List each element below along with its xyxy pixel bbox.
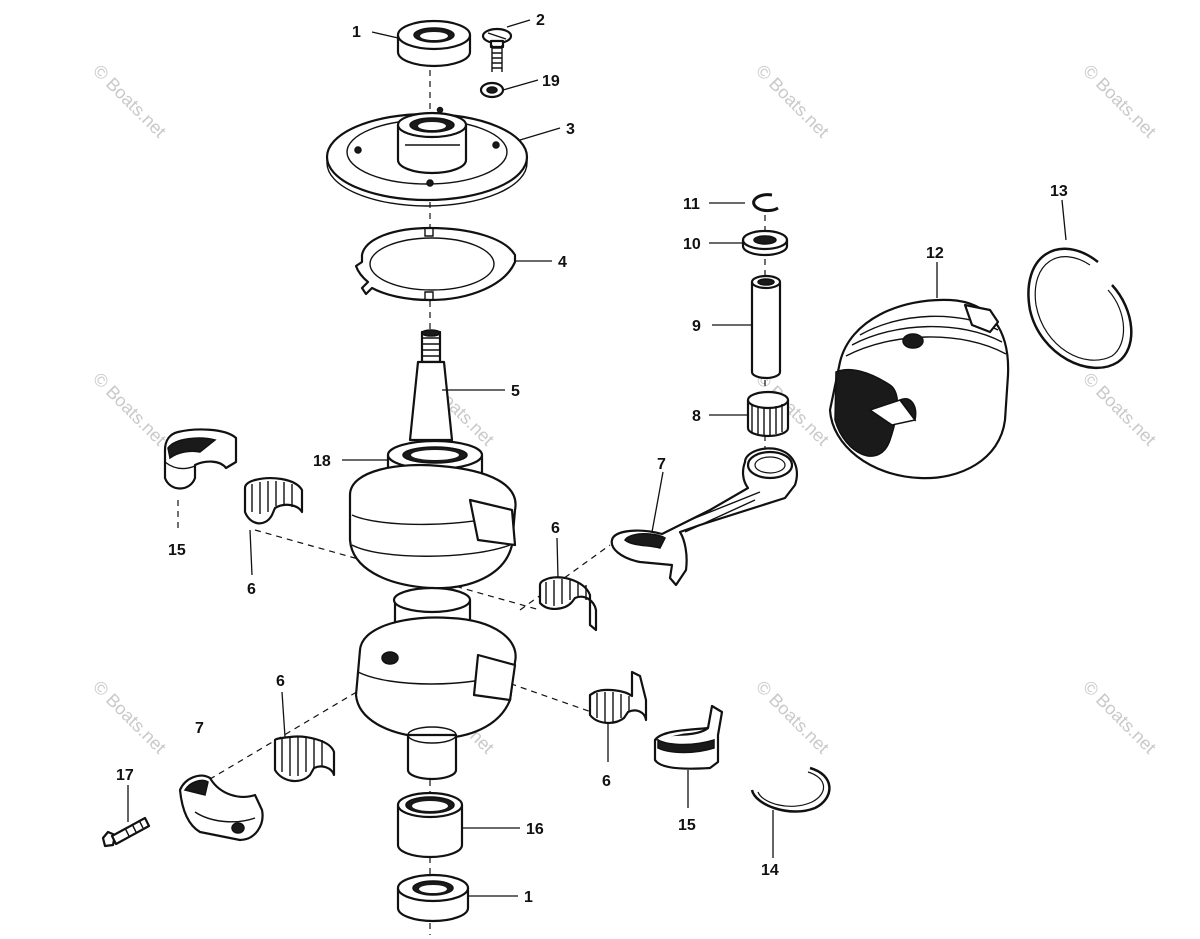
watermark: © Boats.net [89, 369, 170, 450]
callout-6-left: 6 [247, 581, 256, 598]
callout-2: 2 [536, 12, 545, 29]
retaining-ring [750, 766, 831, 813]
piston-pin-washer [741, 229, 789, 257]
bearing-housing-plate [325, 106, 529, 207]
needle-cage-left [243, 477, 304, 525]
callout-12: 12 [926, 245, 944, 262]
callout-3: 3 [566, 121, 575, 138]
callout-8: 8 [692, 408, 701, 425]
callout-7-cap: 7 [195, 720, 204, 737]
bearing-half-right [653, 704, 724, 770]
piston-pin-circlip [752, 193, 779, 213]
callout-15-left: 15 [168, 542, 186, 559]
watermark: © Boats.net [752, 677, 833, 758]
piston-ring [1027, 247, 1133, 370]
piston-pin [750, 274, 782, 380]
bearing-half-left [163, 428, 238, 490]
callout-1-top: 1 [352, 24, 361, 41]
callout-15-right: 15 [678, 817, 696, 834]
needle-bearing-small [746, 390, 790, 438]
needle-cage-low-right [588, 670, 648, 724]
callout-labels: 1 2 19 3 4 11 10 13 12 9 5 8 18 7 15 6 6… [116, 12, 1068, 906]
gasket [354, 226, 517, 302]
piston [828, 298, 1010, 480]
watermark: © Boats.net [1079, 61, 1160, 142]
callout-11: 11 [683, 196, 700, 213]
callout-1-bottom: 1 [524, 889, 533, 906]
watermark: © Boats.net [1079, 369, 1160, 450]
watermark: © Boats.net [1079, 677, 1160, 758]
needle-cage-mid [538, 576, 598, 632]
oil-seal-bottom [396, 873, 470, 923]
callout-5: 5 [511, 383, 520, 400]
screw [481, 27, 513, 72]
callout-17: 17 [116, 767, 134, 784]
callout-16: 16 [526, 821, 544, 838]
watermark: © Boats.net [752, 61, 833, 142]
callout-4: 4 [558, 254, 567, 271]
watermark: © Boats.net [89, 677, 170, 758]
watermark: © Boats.net [89, 61, 170, 142]
roller-bearing [396, 791, 464, 859]
callout-6-low: 6 [276, 673, 285, 690]
callout-6-right: 6 [602, 773, 611, 790]
connecting-rod-cap [178, 774, 264, 842]
leader-lines [127, 19, 1067, 897]
callout-19: 19 [542, 73, 560, 90]
connecting-rod [610, 447, 798, 587]
lock-washer [479, 81, 505, 99]
callout-14: 14 [761, 862, 779, 879]
rod-cap-bolt [101, 816, 151, 848]
callout-7-rod: 7 [657, 456, 666, 473]
callout-18: 18 [313, 453, 331, 470]
oil-seal-top [396, 19, 472, 68]
callout-13: 13 [1050, 183, 1068, 200]
callout-10: 10 [683, 236, 701, 253]
crankpin-axis-lower-right [499, 679, 601, 716]
needle-cage-low-left [273, 735, 336, 783]
callout-9: 9 [692, 318, 701, 335]
callout-6-mid: 6 [551, 520, 560, 537]
crankshaft [348, 329, 517, 781]
